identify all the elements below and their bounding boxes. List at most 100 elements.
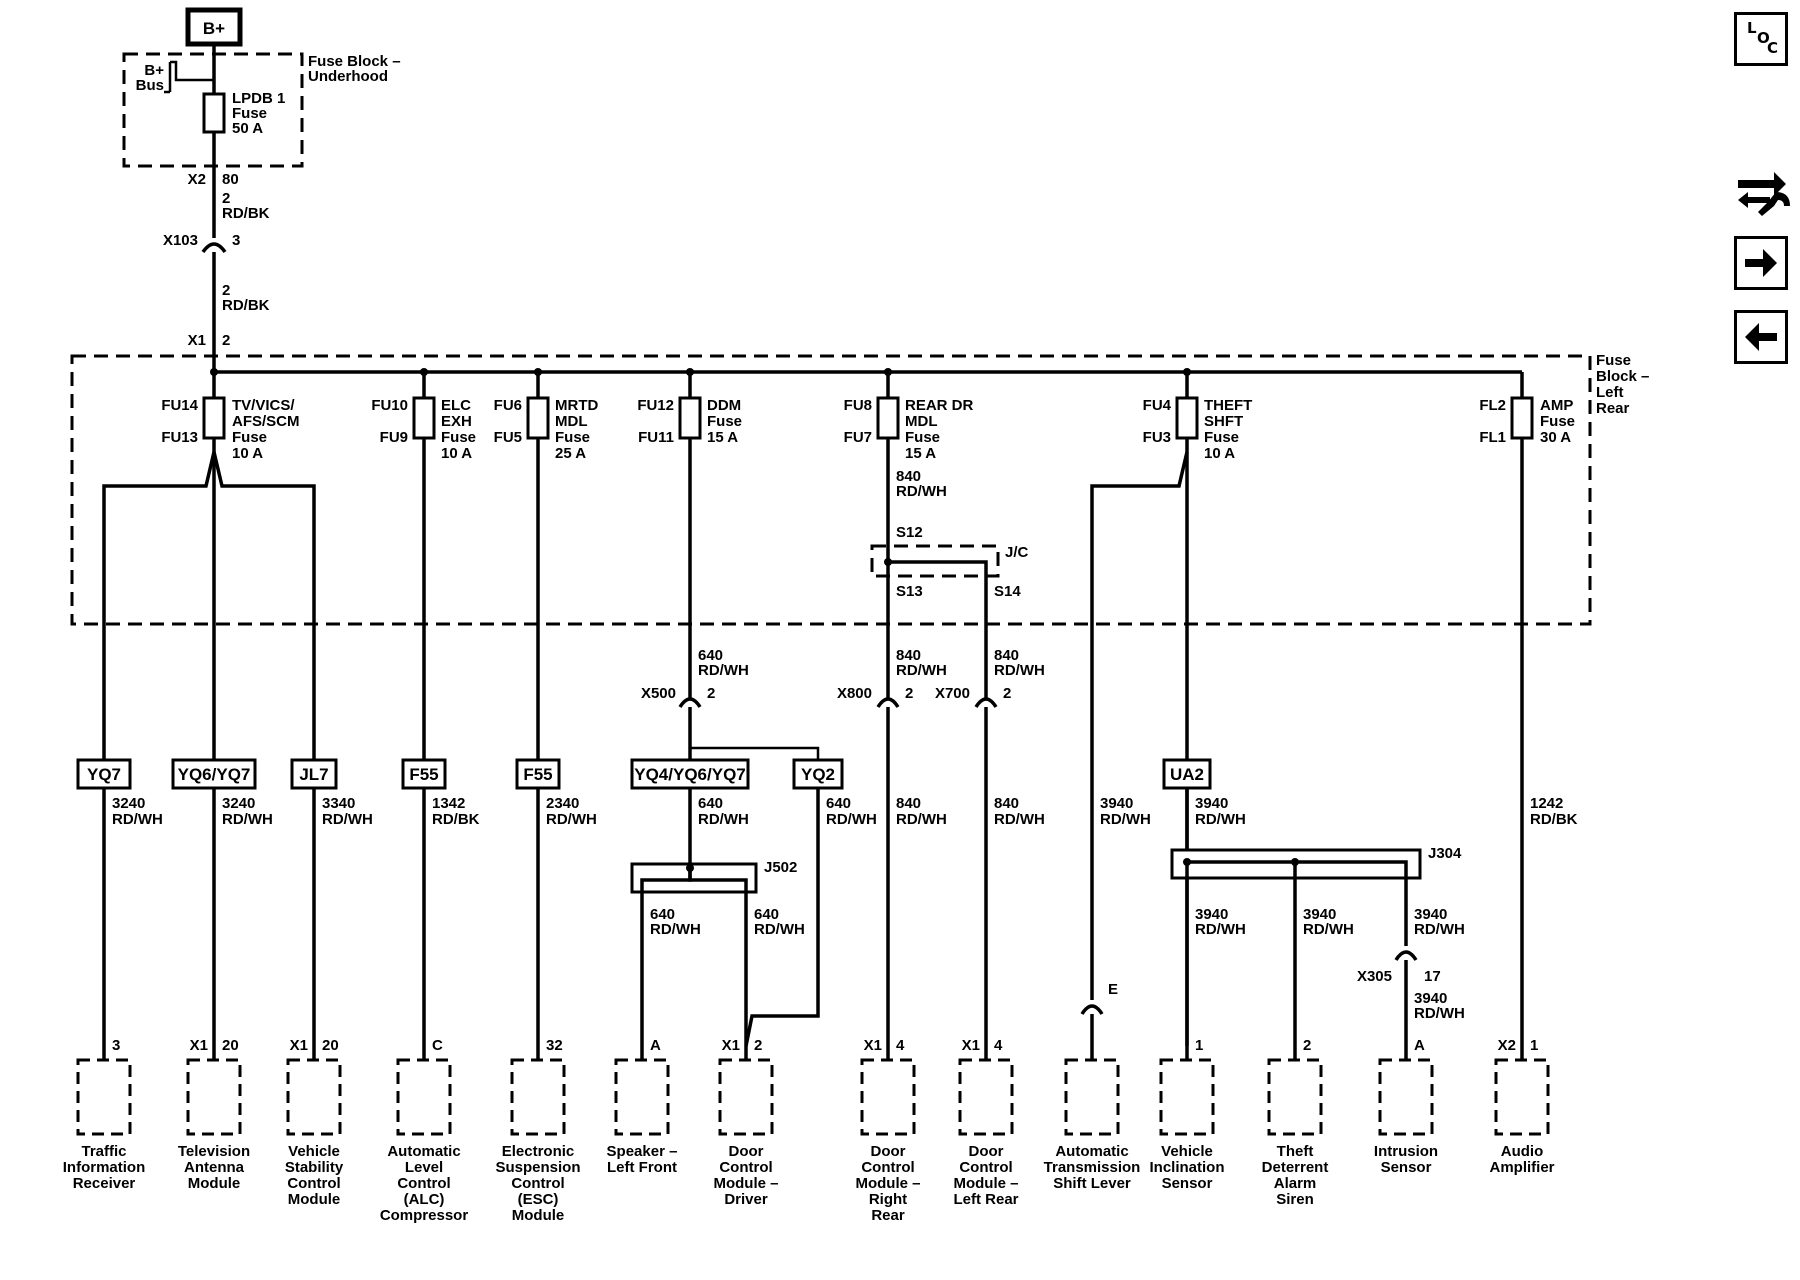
arrow-right-icon [1745, 249, 1777, 277]
svg-text:RD/WH: RD/WH [222, 811, 273, 828]
svg-text:Amplifier: Amplifier [1489, 1159, 1554, 1176]
svg-text:J/C: J/C [1005, 544, 1029, 561]
svg-text:10 A: 10 A [1204, 445, 1235, 462]
svg-text:1342: 1342 [432, 795, 465, 812]
svg-text:840: 840 [994, 647, 1019, 664]
svg-text:RD/WH: RD/WH [994, 662, 1045, 679]
svg-text:Traffic: Traffic [81, 1143, 126, 1160]
svg-text:Control: Control [397, 1175, 450, 1192]
svg-text:J304: J304 [1428, 845, 1462, 862]
svg-text:Suspension: Suspension [495, 1159, 580, 1176]
svg-text:Left: Left [1596, 384, 1624, 401]
splice-pack-j502 [630, 862, 758, 894]
svg-text:RD/WH: RD/WH [698, 811, 749, 828]
previous-page-button[interactable] [1734, 310, 1788, 364]
svg-text:X2: X2 [1498, 1037, 1516, 1054]
next-page-button[interactable] [1734, 236, 1788, 290]
svg-text:Left Rear: Left Rear [953, 1191, 1018, 1208]
svg-text:Sensor: Sensor [1381, 1159, 1432, 1176]
svg-text:FU6: FU6 [494, 397, 522, 414]
svg-text:RD/WH: RD/WH [896, 811, 947, 828]
svg-text:640: 640 [650, 906, 675, 923]
svg-text:Alarm: Alarm [1274, 1175, 1317, 1192]
fuse-theft-shft: FU4 FU3 THEFT SHFT Fuse 10 A [1143, 396, 1252, 462]
svg-text:AMP: AMP [1540, 397, 1573, 414]
svg-text:Block –: Block – [1596, 368, 1649, 385]
svg-text:Control: Control [959, 1159, 1012, 1176]
svg-text:Fuse: Fuse [232, 105, 267, 122]
svg-text:Fuse: Fuse [707, 413, 742, 430]
svg-text:Fuse: Fuse [1596, 352, 1631, 369]
svg-text:RD/WH: RD/WH [1195, 811, 1246, 828]
svg-text:Module: Module [188, 1175, 241, 1192]
svg-text:Driver: Driver [724, 1191, 768, 1208]
svg-text:FL1: FL1 [1479, 429, 1506, 446]
fuse-ddm: FU12 FU11 DDM Fuse 15 A [637, 396, 742, 446]
svg-text:TV/VICS/: TV/VICS/ [232, 397, 295, 414]
svg-text:F55: F55 [409, 765, 438, 784]
svg-text:B+: B+ [144, 62, 164, 79]
svg-text:S12: S12 [896, 524, 923, 541]
svg-text:10 A: 10 A [232, 445, 263, 462]
svg-text:Right: Right [869, 1191, 907, 1208]
svg-text:RD/WH: RD/WH [1195, 921, 1246, 938]
svg-text:17: 17 [1424, 968, 1441, 985]
svg-text:S14: S14 [994, 583, 1021, 600]
svg-text:YQ4/YQ6/YQ7: YQ4/YQ6/YQ7 [634, 765, 746, 784]
svg-text:Theft: Theft [1277, 1143, 1314, 1160]
svg-text:RD/WH: RD/WH [546, 811, 597, 828]
svg-text:RD/WH: RD/WH [650, 921, 701, 938]
x103-connector-icon [201, 242, 227, 254]
svg-text:Sensor: Sensor [1162, 1175, 1213, 1192]
svg-text:32: 32 [546, 1037, 563, 1054]
svg-text:X1: X1 [722, 1037, 740, 1054]
svg-text:X305: X305 [1357, 968, 1392, 985]
svg-text:Underhood: Underhood [308, 68, 388, 85]
svg-text:2: 2 [754, 1037, 762, 1054]
svg-text:RD/WH: RD/WH [1414, 1005, 1465, 1022]
svg-text:J502: J502 [764, 859, 797, 876]
location-button[interactable]: L O C [1734, 12, 1788, 66]
svg-text:3340: 3340 [322, 795, 355, 812]
svg-text:Transmission: Transmission [1044, 1159, 1141, 1176]
fuse-rear-dr-mdl: FU8 FU7 REAR DR MDL Fuse 15 A [844, 396, 974, 462]
fuse-elc-exh: FU10 FU9 ELC EXH Fuse 10 A [371, 396, 476, 462]
svg-text:X1: X1 [188, 332, 206, 349]
svg-text:1242: 1242 [1530, 795, 1563, 812]
svg-text:E: E [1108, 981, 1118, 998]
option-yq2: YQ2 [792, 758, 844, 790]
svg-text:2: 2 [707, 685, 715, 702]
junction-connector-jc [870, 544, 1000, 578]
svg-text:FU3: FU3 [1143, 429, 1171, 446]
lpdb-fuse [202, 92, 226, 134]
svg-text:JL7: JL7 [299, 765, 328, 784]
svg-text:640: 640 [698, 795, 723, 812]
component-location-button[interactable] [1734, 162, 1794, 222]
option-f55-alc: F55 [401, 758, 447, 790]
svg-text:Intrusion: Intrusion [1374, 1143, 1438, 1160]
svg-text:2: 2 [905, 685, 913, 702]
svg-text:Control: Control [861, 1159, 914, 1176]
svg-text:FU11: FU11 [638, 429, 674, 446]
svg-text:A: A [650, 1037, 661, 1054]
svg-text:4: 4 [896, 1037, 905, 1054]
svg-text:Fuse: Fuse [1540, 413, 1575, 430]
svg-text:MDL: MDL [555, 413, 588, 430]
svg-text:RD/BK: RD/BK [432, 811, 480, 828]
svg-text:20: 20 [222, 1037, 239, 1054]
svg-text:X1: X1 [290, 1037, 308, 1054]
svg-text:Audio: Audio [1501, 1143, 1544, 1160]
svg-text:Compressor: Compressor [380, 1207, 469, 1224]
svg-text:840: 840 [896, 647, 921, 664]
svg-text:FU9: FU9 [380, 429, 408, 446]
svg-text:Control: Control [719, 1159, 772, 1176]
svg-text:10 A: 10 A [441, 445, 472, 462]
svg-text:(ALC): (ALC) [404, 1191, 445, 1208]
svg-text:Information: Information [63, 1159, 146, 1176]
svg-text:25 A: 25 A [555, 445, 586, 462]
